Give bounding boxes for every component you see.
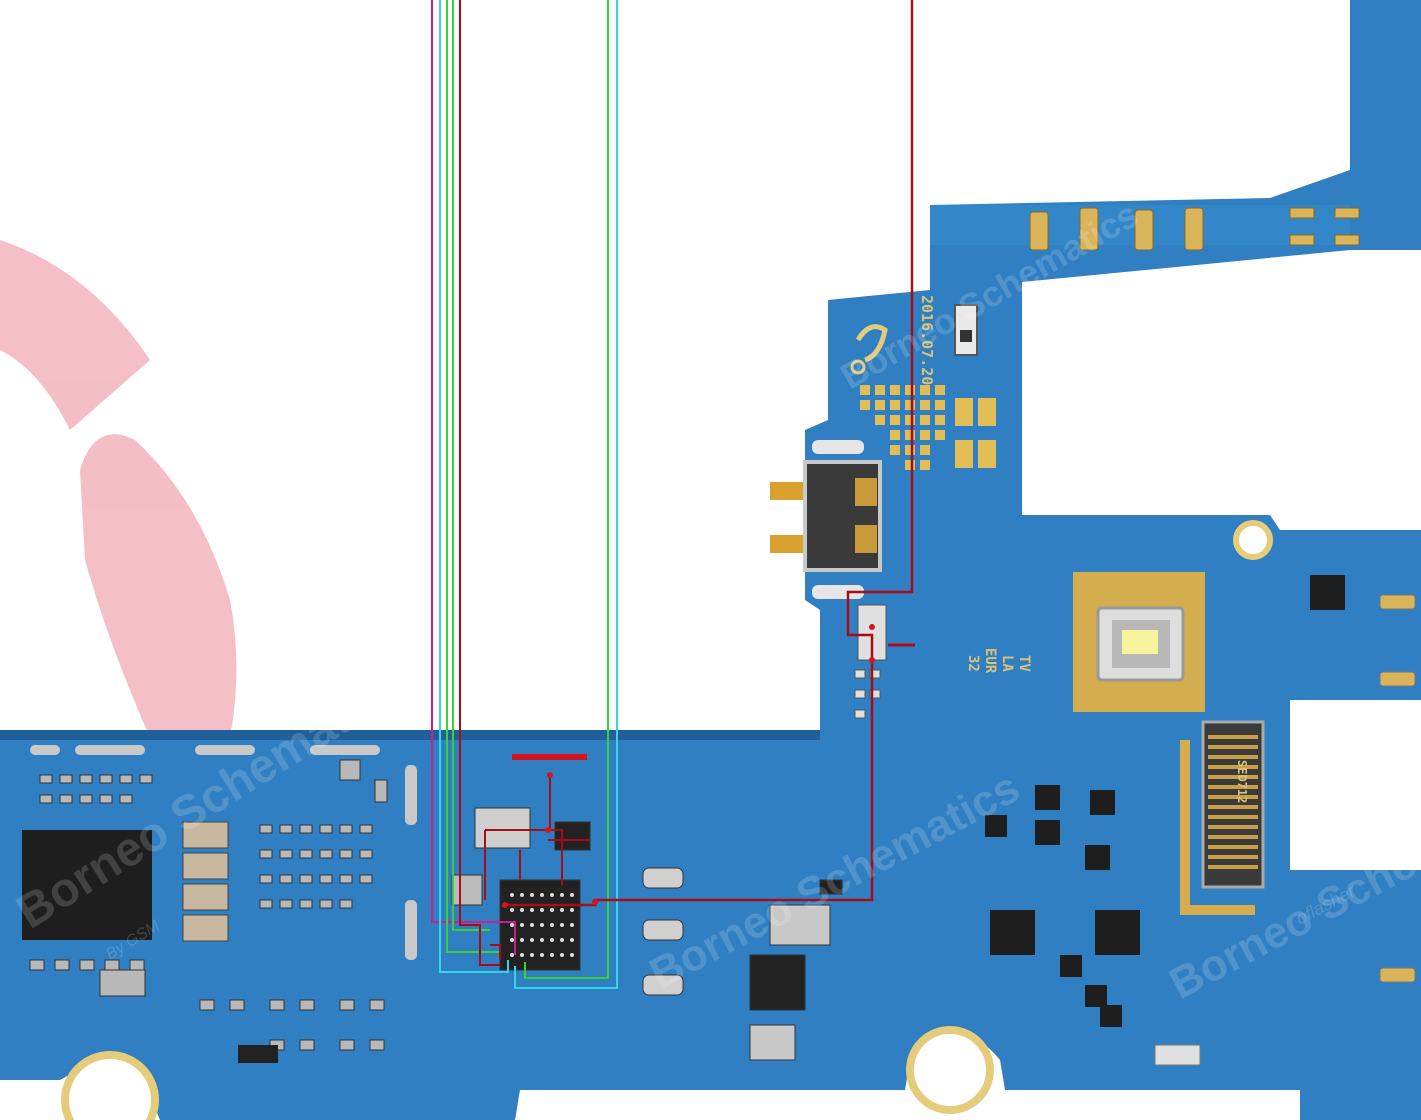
trace-cyan-left bbox=[439, 0, 509, 973]
trace-cyan-right bbox=[514, 0, 618, 989]
region-code-3: 32 bbox=[965, 655, 981, 672]
signal-traces bbox=[431, 0, 914, 989]
date-code-label: 2016.07.20 bbox=[918, 295, 936, 385]
right-ic-cluster bbox=[985, 575, 1345, 1027]
trace-red-left bbox=[459, 0, 500, 966]
right-side-pads bbox=[1154, 594, 1416, 1066]
connector-pins bbox=[1208, 735, 1258, 869]
trace-green-inner bbox=[452, 0, 490, 931]
region-code-block: TV LA EUR 32 bbox=[965, 648, 1032, 674]
trace-red-local bbox=[484, 775, 590, 960]
capacitor-column bbox=[182, 821, 229, 942]
board-cutout-right bbox=[1290, 700, 1421, 870]
oval-pads-top-row bbox=[30, 745, 417, 960]
smd-components-left bbox=[29, 759, 388, 1051]
brand-logo-icon bbox=[0, 240, 237, 760]
region-code-1: LA bbox=[999, 655, 1015, 672]
region-code-0: TV bbox=[1016, 655, 1032, 672]
bga-ball-grid bbox=[510, 893, 574, 957]
trace-nodes bbox=[502, 624, 875, 908]
flex-connector bbox=[1201, 720, 1265, 889]
bottom-hole-right bbox=[906, 1026, 994, 1114]
samsung-logo-mark bbox=[850, 324, 888, 375]
contact-grid bbox=[860, 385, 996, 470]
connector-code-label: SED712 bbox=[1235, 760, 1249, 803]
trace-magenta bbox=[431, 0, 516, 955]
bottom-hole-left bbox=[61, 1051, 159, 1120]
mounting-hole bbox=[1233, 520, 1273, 560]
board-edge-shadow bbox=[0, 730, 820, 740]
board-cutout-upper bbox=[1022, 250, 1421, 530]
trace-green-right bbox=[524, 0, 609, 979]
flash-led-icon bbox=[1073, 572, 1205, 712]
chip-small-bottom bbox=[238, 1045, 278, 1063]
main-chip-left bbox=[22, 830, 152, 940]
top-pads bbox=[1029, 207, 1360, 251]
battery-connector-icon bbox=[770, 440, 882, 599]
connector-frame bbox=[1180, 740, 1255, 915]
region-code-2: EUR bbox=[982, 648, 998, 674]
